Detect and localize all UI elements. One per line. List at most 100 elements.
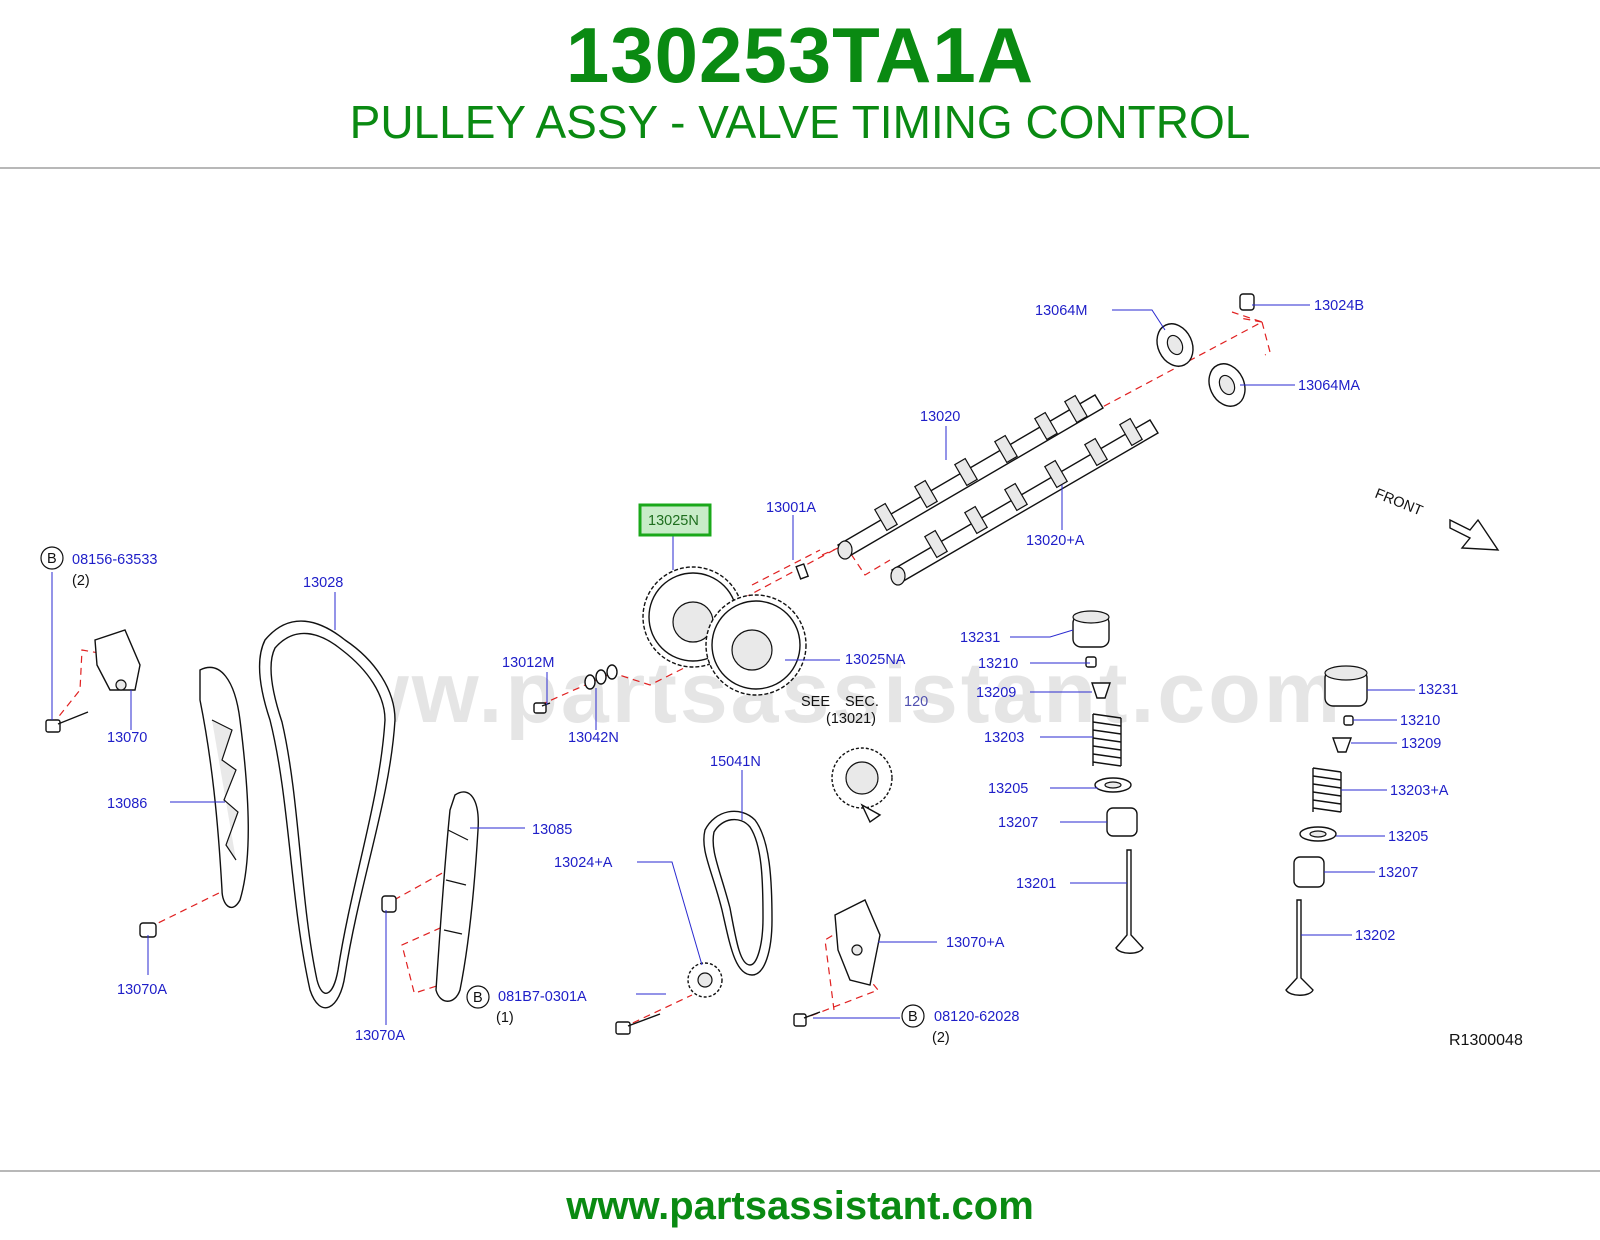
washers-13042N (584, 664, 618, 690)
bolt-part-number: 08156-63533 (72, 552, 157, 568)
bolt-quantity: (2) (72, 573, 90, 589)
sprocket-13064M (1156, 323, 1194, 367)
sprocket-13064MA (1208, 363, 1246, 407)
bolt-quantity: (1) (496, 1010, 514, 1026)
callout-13070A-left[interactable]: 13070A (117, 982, 167, 998)
callout-13210-right[interactable]: 13210 (1400, 713, 1440, 729)
callout-13203A[interactable]: 13203+A (1390, 783, 1449, 799)
callout-13024B[interactable]: 13024B (1314, 298, 1364, 314)
callout-15041N[interactable]: 15041N (710, 754, 761, 770)
bolt-letter: B (47, 551, 57, 567)
front-label: FRONT (1373, 486, 1425, 520)
bolt-13070A-middle (381, 895, 397, 913)
callout-13024A[interactable]: 13024+A (554, 855, 613, 871)
see-label: SEE (801, 694, 830, 710)
tensioner-13070A (834, 899, 881, 986)
callout-13086[interactable]: 13086 (107, 796, 147, 812)
part-number-title: 130253TA1A (565, 11, 1035, 99)
camshaft-13020A (890, 417, 1159, 586)
b-circle-icon (466, 985, 490, 1009)
front-arrow-icon (1449, 518, 1500, 551)
chain-guide-13086 (199, 666, 249, 909)
callout-13202[interactable]: 13202 (1355, 928, 1395, 944)
section-number: 120 (904, 694, 928, 710)
exploded-view-svg: www.partsassistant.com (40, 293, 1523, 1049)
lifter-13231-right (1324, 665, 1368, 707)
see-section-ref[interactable]: SEE SEC. 120 (13021) (801, 694, 928, 727)
bolt-letter: B (908, 1009, 918, 1025)
footer-website-link[interactable]: www.partsassistant.com (566, 1184, 1034, 1228)
callout-13205-left[interactable]: 13205 (988, 781, 1028, 797)
callout-13209-right[interactable]: 13209 (1401, 736, 1441, 752)
bolt-callout-2[interactable]: B 081B7-0301A (1) (466, 985, 587, 1026)
lifter-13231-left (1072, 610, 1110, 648)
highlight-box-13025N[interactable] (638, 503, 712, 537)
spring-13203 (1092, 713, 1122, 767)
sprocket-13024A (687, 962, 723, 998)
bolt-13070A-left (139, 922, 157, 938)
bolt-08156 (45, 711, 89, 733)
bolt-part-number: 081B7-0301A (498, 989, 587, 1005)
callout-13020[interactable]: 13020 (920, 409, 960, 425)
callout-13210-left[interactable]: 13210 (978, 656, 1018, 672)
section-ref-part: (13021) (826, 711, 876, 727)
callout-13207-left[interactable]: 13207 (998, 815, 1038, 831)
footer-divider (0, 1170, 1600, 1172)
chain-15041N (703, 810, 773, 976)
callout-13085[interactable]: 13085 (532, 822, 572, 838)
shim-13210-left (1085, 656, 1097, 668)
callout-13205-right[interactable]: 13205 (1388, 829, 1428, 845)
part-description: PULLEY ASSY - VALVE TIMING CONTROL (349, 96, 1251, 148)
shim-13210-right (1343, 715, 1354, 726)
b-circle-icon (901, 1004, 925, 1028)
sec-label: SEC. (845, 694, 879, 710)
page-header: 130253TA1A PULLEY ASSY - VALVE TIMING CO… (0, 0, 1600, 170)
seal-13207-right (1293, 856, 1325, 888)
bolt-quantity: (2) (932, 1030, 950, 1046)
seal-13207-left (1106, 807, 1138, 837)
callout-13231-left[interactable]: 13231 (960, 630, 1000, 646)
callout-13070A-middle[interactable]: 13070A (355, 1028, 405, 1044)
callout-13012M[interactable]: 13012M (502, 655, 554, 671)
callout-13020A[interactable]: 13020+A (1026, 533, 1085, 549)
leader-lines (51, 304, 1415, 1025)
bolt-13012M (533, 702, 551, 714)
dowel-13001A (795, 563, 810, 580)
callout-13025NA[interactable]: 13025NA (845, 652, 906, 668)
callout-13064M[interactable]: 13064M (1035, 303, 1087, 319)
header-divider (0, 167, 1600, 169)
bolt-callout-1[interactable]: B 08156-63533 (2) (40, 546, 157, 589)
callout-13070AA[interactable]: 13070+A (946, 935, 1005, 951)
seat-13205-right (1299, 826, 1337, 842)
pulley-13025NA (705, 594, 807, 696)
bolt-08120 (793, 1011, 821, 1027)
tensioner-13070 (94, 629, 141, 691)
drawing-code: R1300048 (1449, 1032, 1523, 1049)
watermark-text: www.partsassistant.com (271, 645, 1343, 741)
retainer-13209-left (1091, 682, 1111, 699)
callout-13001A[interactable]: 13001A (766, 500, 816, 516)
callout-13042N[interactable]: 13042N (568, 730, 619, 746)
callout-13025N[interactable]: 13025N (648, 513, 699, 529)
bolt-part-number: 08120-62028 (934, 1009, 1019, 1025)
callout-13209-left[interactable]: 13209 (976, 685, 1016, 701)
callout-13064MA[interactable]: 13064MA (1298, 378, 1360, 394)
chain-13028 (258, 620, 396, 1009)
bolt-callout-3[interactable]: B 08120-62028 (2) (901, 1004, 1019, 1046)
callout-13231-right[interactable]: 13231 (1418, 682, 1458, 698)
valve-13201 (1115, 849, 1144, 954)
b-circle-icon (40, 546, 64, 570)
callout-13207-right[interactable]: 13207 (1378, 865, 1418, 881)
tensioner-arm-13085 (435, 791, 479, 1002)
callout-13028[interactable]: 13028 (303, 575, 343, 591)
callout-13070[interactable]: 13070 (107, 730, 147, 746)
gear-13021 (831, 747, 893, 824)
callout-13203[interactable]: 13203 (984, 730, 1024, 746)
bolt-081B7 (615, 1013, 661, 1035)
camshaft-13020 (837, 394, 1104, 560)
seat-13205-left (1094, 777, 1132, 793)
callout-13201[interactable]: 13201 (1016, 876, 1056, 892)
spring-13203A (1312, 767, 1342, 813)
bolt-letter: B (473, 990, 483, 1006)
valve-13202 (1285, 899, 1314, 996)
